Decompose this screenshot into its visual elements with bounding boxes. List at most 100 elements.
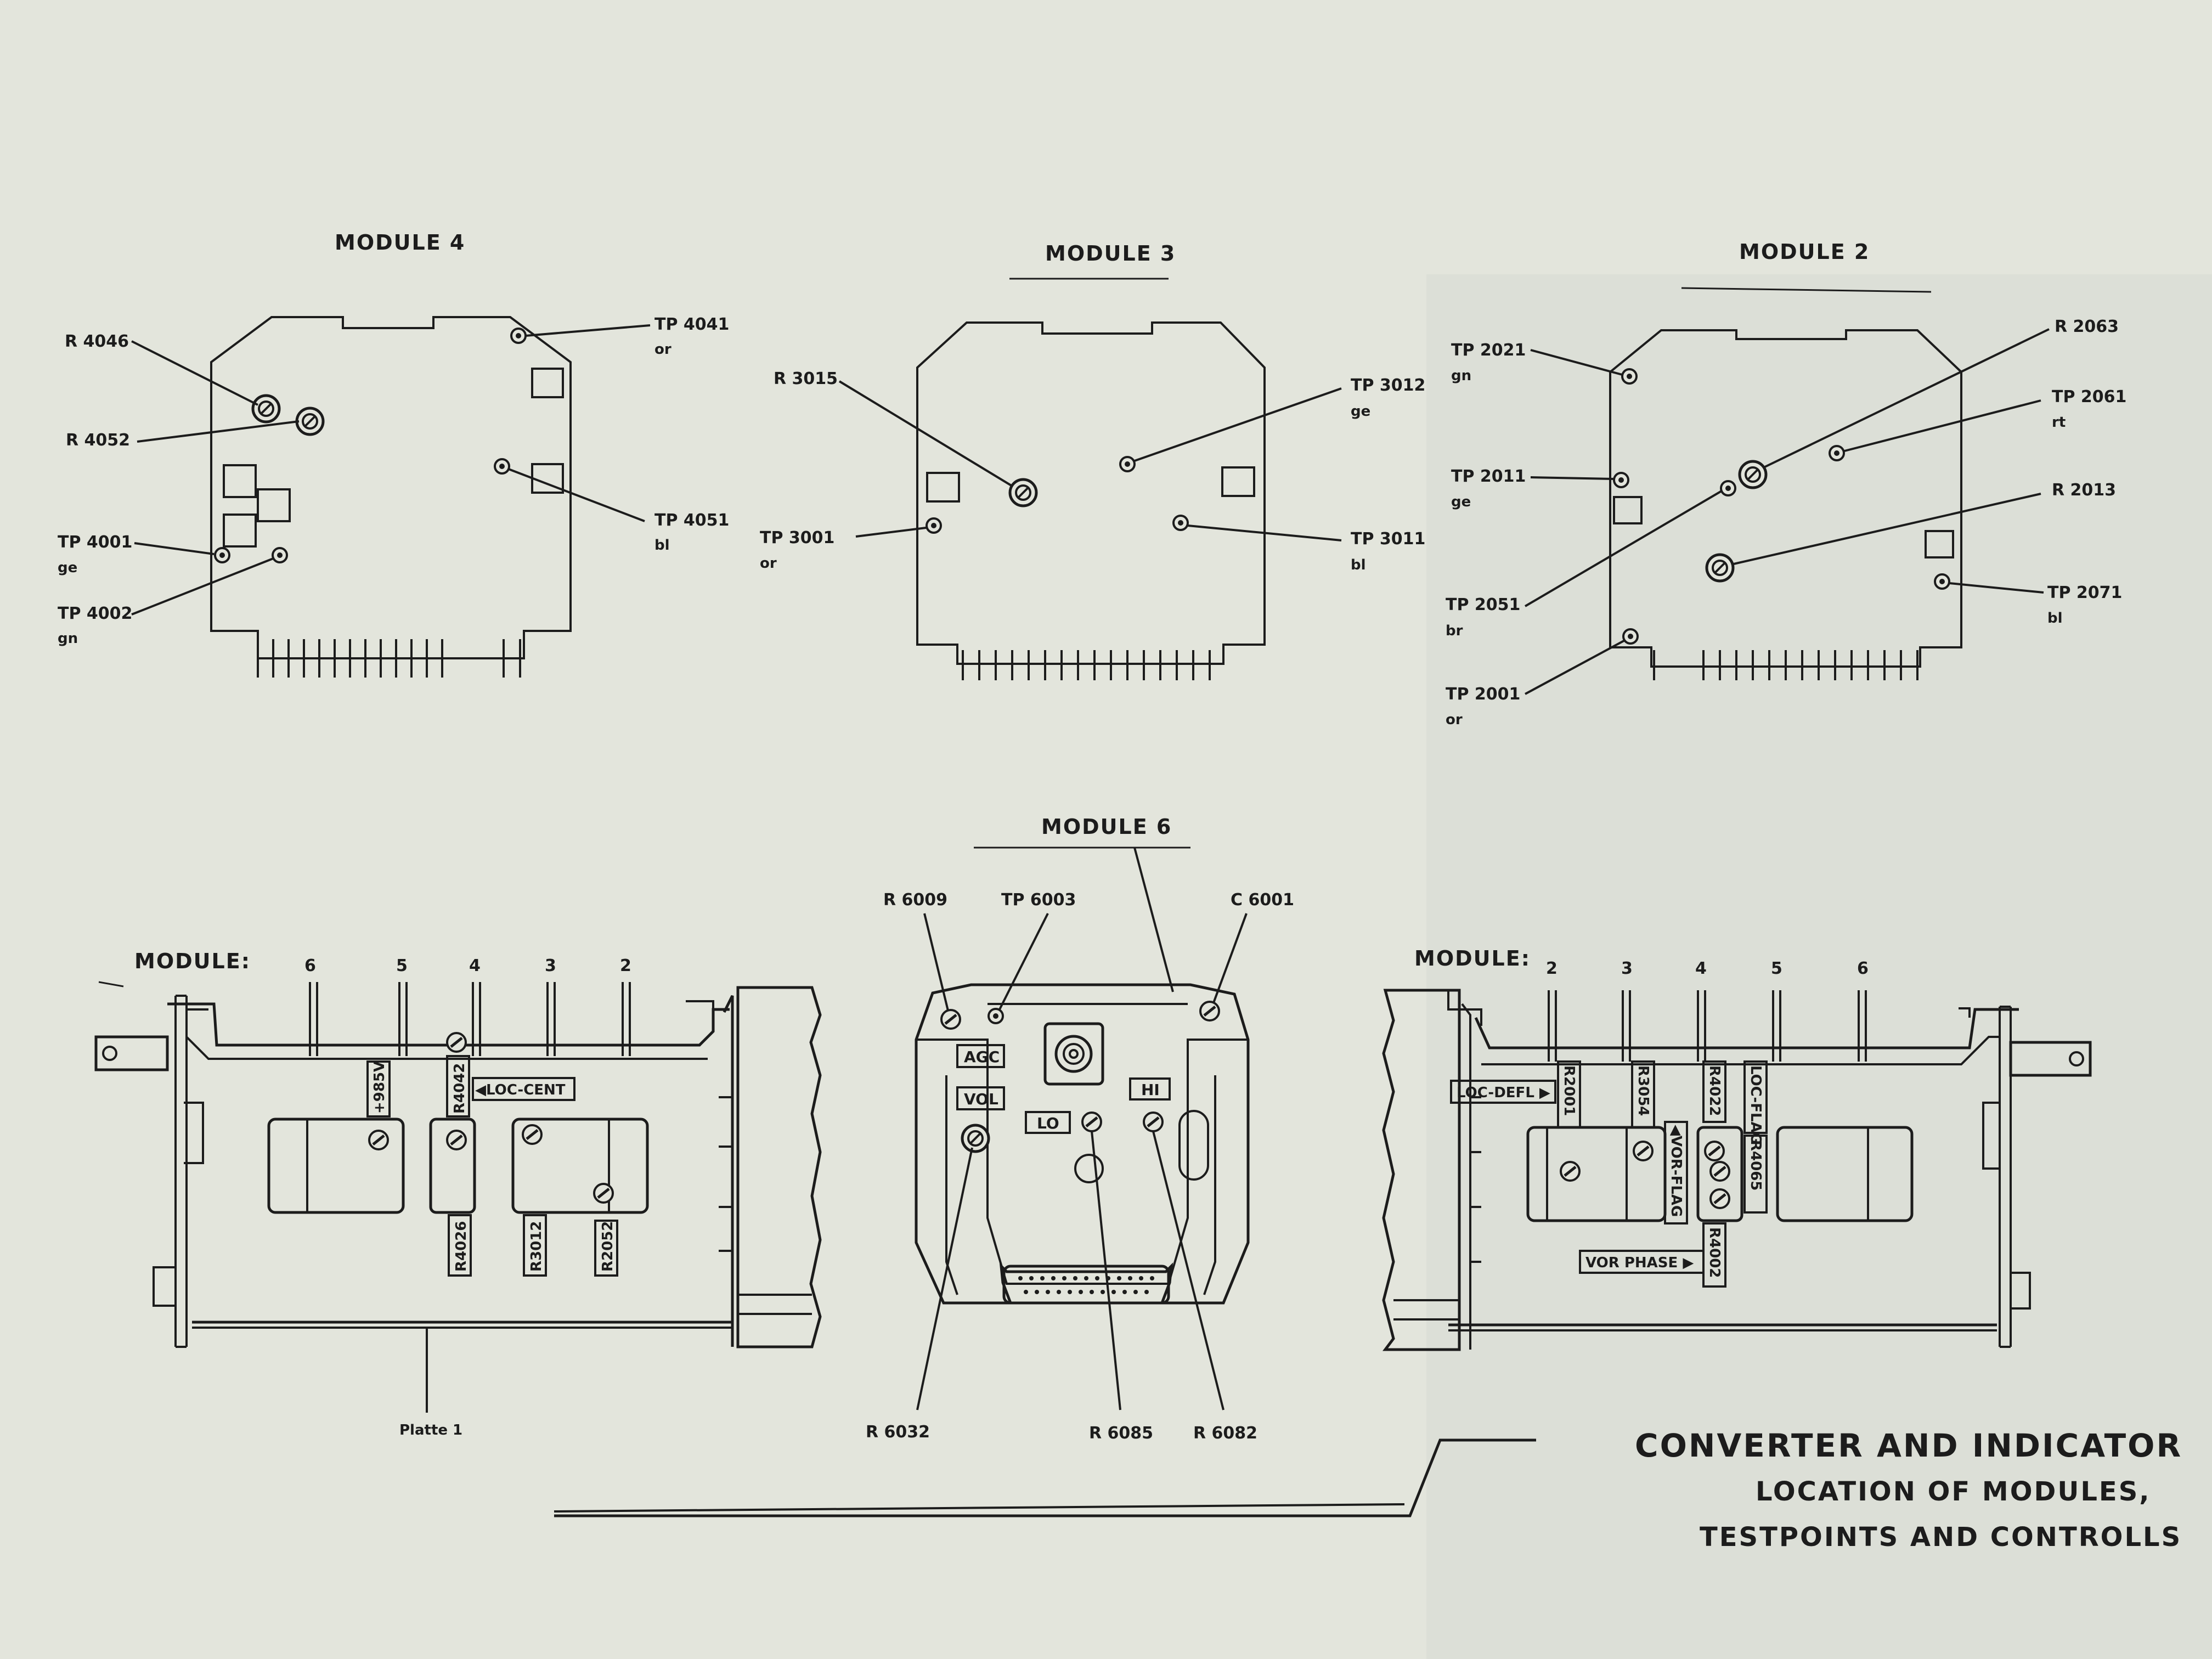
chassis-left-module-label: MODULE: <box>134 949 251 973</box>
tag-985v <box>366 1060 391 1118</box>
tag-r3054-label: R3054 <box>1635 1065 1651 1116</box>
label-tp2021: TP 2021 <box>1451 341 1526 360</box>
tag-loc-flag <box>1743 1060 1768 1134</box>
module-4-title: MODULE 4 <box>335 230 465 255</box>
label-r4046: R 4046 <box>65 332 129 351</box>
module-4-component-box <box>257 488 291 522</box>
tag-r2001 <box>1557 1060 1581 1128</box>
chassis-left-block <box>429 1118 476 1214</box>
module-4-component-box <box>531 368 564 398</box>
pot-r6032 <box>962 1125 989 1152</box>
tag-r2052 <box>594 1220 618 1277</box>
pot-r6009 <box>941 1010 960 1029</box>
chassis-right-rear-panel <box>1382 989 1461 1351</box>
testpoint-tp4051 <box>494 458 510 475</box>
label-tp3012-color: ge <box>1351 403 1370 420</box>
chassis-right-slot-6: 6 <box>1857 959 1869 978</box>
testpoint-tp3001 <box>926 517 942 534</box>
caption-line-3: TESTPOINTS AND CONTROLLS <box>1700 1522 2182 1553</box>
module-3-pins <box>962 650 1211 680</box>
module-3-title: MODULE 3 <box>1045 241 1176 266</box>
tag-r4022-label: R4022 <box>1706 1065 1723 1116</box>
label-c6001: C 6001 <box>1231 890 1294 910</box>
tag-loc-cent <box>472 1077 575 1101</box>
tag-985v-label: +985V <box>371 1061 388 1114</box>
tag-r3054 <box>1631 1060 1655 1128</box>
testpoint-tp2011 <box>1613 472 1629 488</box>
bnc-connector <box>1054 1035 1093 1073</box>
pot-r2013 <box>1707 555 1733 581</box>
chassis-left-slot-6: 6 <box>304 956 316 975</box>
label-r4052: R 4052 <box>66 431 130 450</box>
label-r2063: R 2063 <box>2055 317 2119 336</box>
module-6-slot <box>1178 1110 1209 1181</box>
label-tp2001: TP 2001 <box>1446 685 1520 704</box>
chassis-right-block <box>1696 1126 1743 1222</box>
label-tp3001: TP 3001 <box>760 528 834 548</box>
testpoint-tp2021 <box>1621 368 1638 385</box>
tag-r4065 <box>1743 1135 1768 1214</box>
chassis-right-block <box>1776 1126 1914 1222</box>
pot-r2063 <box>1740 461 1766 488</box>
tag-r4042-label: R4042 <box>452 1063 468 1114</box>
hi-tag-label: HI <box>1141 1081 1160 1099</box>
testpoint-tp2071 <box>1934 573 1950 590</box>
chassis-left-slot-4: 4 <box>469 956 481 975</box>
label-tp3011: TP 3011 <box>1351 529 1425 549</box>
tag-loc-cent-label: ◀LOC-CENT <box>475 1082 566 1098</box>
label-r3015: R 3015 <box>774 369 838 388</box>
caption-title: CONVERTER AND INDICATOR <box>1635 1427 2182 1464</box>
lo-tag-label: LO <box>1037 1114 1059 1132</box>
label-tp4041: TP 4041 <box>654 315 729 334</box>
label-tp4051: TP 4051 <box>654 511 729 530</box>
testpoint-tp2001 <box>1622 628 1639 645</box>
tag-r4026-label: R4026 <box>453 1221 470 1272</box>
chassis-right-diagram: MODULE: 2 3 4 5 6 LOC <box>1382 946 2092 1351</box>
chassis-left-slot-3: 3 <box>545 956 556 975</box>
module-3-board-outline <box>916 321 1266 665</box>
module-4-component-box <box>223 464 257 498</box>
chassis-right-slot-3: 3 <box>1621 959 1633 978</box>
pot-r3015 <box>1010 479 1036 506</box>
agc-tag-label: AGC <box>964 1048 1000 1066</box>
module-3-component-box <box>926 472 960 503</box>
adjuster-r4026 <box>447 1131 466 1149</box>
module-2-component-box <box>1613 496 1643 524</box>
caption-line-2: LOCATION OF MODULES, <box>1756 1476 2151 1507</box>
module-2-title: MODULE 2 <box>1739 240 1870 264</box>
adjuster-r3012 <box>523 1125 541 1144</box>
label-tp2011: TP 2011 <box>1451 467 1526 486</box>
tag-vor-flag <box>1664 1121 1688 1224</box>
tag-vor-flag-label: ◀VOR-FLAG <box>1668 1125 1684 1217</box>
sub-d-pins <box>1018 1276 1154 1294</box>
label-tp3012: TP 3012 <box>1351 376 1425 395</box>
testpoint-tp3012 <box>1119 456 1136 472</box>
testpoint-tp4041 <box>510 328 527 344</box>
agc-tag <box>956 1044 1005 1068</box>
testpoint-tp3011 <box>1172 515 1189 531</box>
chassis-right-slot-5: 5 <box>1771 959 1782 978</box>
chassis-left-rear-panel <box>723 986 822 1348</box>
module-4-component-box <box>223 514 257 548</box>
label-r6032: R 6032 <box>866 1423 930 1442</box>
adjuster-r2001 <box>1561 1162 1579 1181</box>
tag-r4065-label: R4065 <box>1747 1140 1764 1190</box>
pot-r4046 <box>253 396 279 422</box>
sub-d-connector-body <box>1002 1265 1170 1305</box>
chassis-left-block <box>267 1118 405 1214</box>
label-tp4051-color: bl <box>654 537 670 554</box>
label-tp4002-color: gn <box>58 630 78 647</box>
chassis-right-frame <box>1474 1008 2019 1049</box>
module-6-diagram: MODULE 6 AGC VOL LO HI <box>866 815 1294 1443</box>
adjuster-vor-phase <box>1711 1189 1729 1208</box>
label-tp2061: TP 2061 <box>2052 387 2126 407</box>
module-2-component-box <box>1925 530 1954 558</box>
label-tp6003: TP 6003 <box>1001 890 1076 910</box>
tag-r4026 <box>448 1214 472 1277</box>
testpoint-tp6003 <box>988 1008 1004 1024</box>
module-2-diagram: MODULE 2 <box>1446 240 2126 728</box>
module-6-hole <box>1074 1154 1104 1183</box>
hi-tag <box>1129 1077 1171 1101</box>
label-tp2061-color: rt <box>2052 414 2066 431</box>
label-tp2071: TP 2071 <box>2047 583 2122 602</box>
